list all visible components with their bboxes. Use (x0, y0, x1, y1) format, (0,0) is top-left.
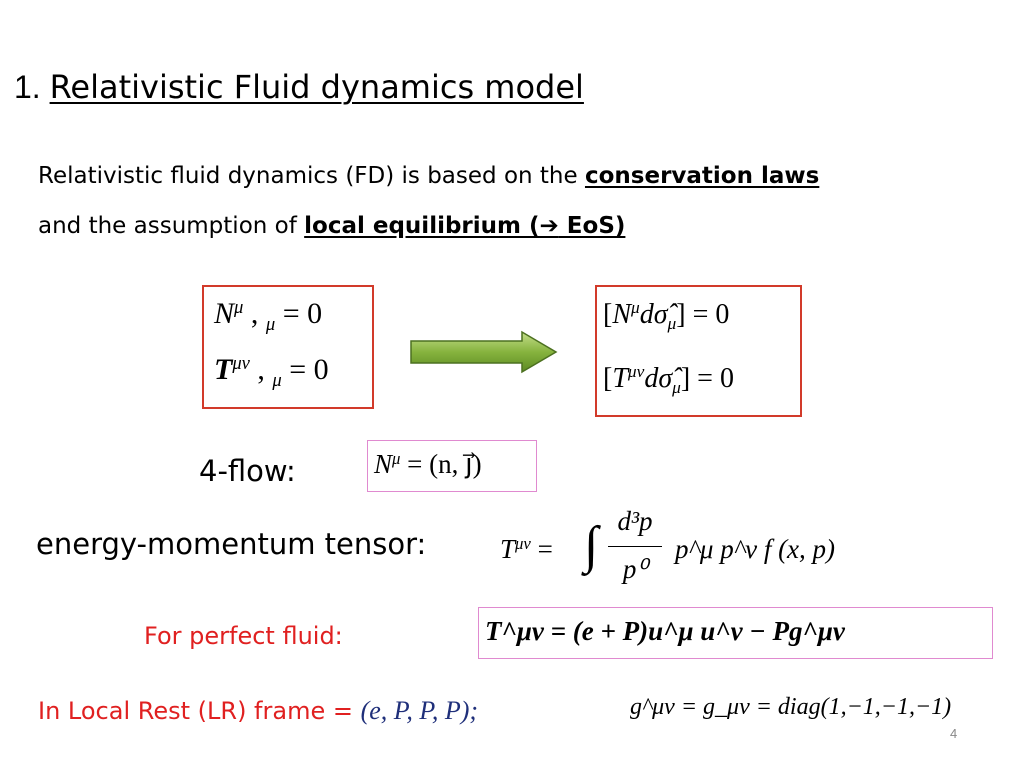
intro-line-1: Relativistic fluid dynamics (FD) is base… (38, 163, 820, 189)
energy-momentum-label: energy-momentum tensor: (36, 527, 427, 561)
local-rest-line: In Local Rest (LR) frame = (e, P, P, P); (38, 696, 479, 725)
fraction-numerator: d³p (617, 506, 653, 536)
intro-line-2: and the assumption of local equilibrium … (38, 213, 626, 239)
four-flow-box: Nμ = (n, j⃗) (367, 440, 537, 492)
n-integral-equation: [Nμdσ̂μ] = 0 (603, 298, 730, 334)
slide-title: 1. Relativistic Fluid dynamics model (14, 68, 584, 106)
local-equilibrium-text: local equilibrium (➔ EoS) (304, 213, 626, 239)
title-number: 1. (14, 69, 41, 105)
conservation-differential-box: Nμ , μ = 0 Tμν , μ = 0 (202, 285, 374, 409)
n-mu-equation: Nμ , μ = 0 (214, 296, 323, 335)
t-integral-equation: [Tμνdσ̂μ] = 0 (603, 362, 734, 398)
local-rest-value: (e, P, P, P); (360, 696, 479, 725)
four-flow-label: 4-flow: (199, 454, 296, 488)
perfect-fluid-box: T^μν = (e + P)u^μ u^ν − Pg^μν (478, 607, 993, 659)
fraction-denominator: p⁰ (622, 554, 648, 584)
t-munu-equation: Tμν , μ = 0 (214, 352, 329, 391)
right-arrow-icon: ➔ (539, 213, 559, 239)
local-rest-label: In Local Rest (LR) frame (38, 697, 326, 725)
energy-momentum-equation: Tμν = ∫ d³p p⁰ p^μ p^ν f (x, p) (500, 506, 836, 584)
four-flow-equation: Nμ = (n, j⃗) (374, 448, 482, 479)
metric-equation: g^μν = g_μν = diag(1,−1,−1,−1) (630, 694, 952, 720)
conservation-laws-text: conservation laws (584, 163, 820, 189)
energy-momentum-rhs: p^μ p^ν f (x, p) (675, 534, 836, 564)
green-arrow-icon (410, 330, 558, 374)
page-number: 4 (950, 726, 958, 741)
perfect-fluid-equation: T^μν = (e + P)u^μ u^ν − Pg^μν (485, 616, 845, 646)
perfect-fluid-label: For perfect fluid: (144, 622, 343, 650)
conservation-integral-box: [Nμdσ̂μ] = 0 [Tμνdσ̂μ] = 0 (595, 285, 802, 417)
title-text: Relativistic Fluid dynamics model (49, 68, 584, 106)
